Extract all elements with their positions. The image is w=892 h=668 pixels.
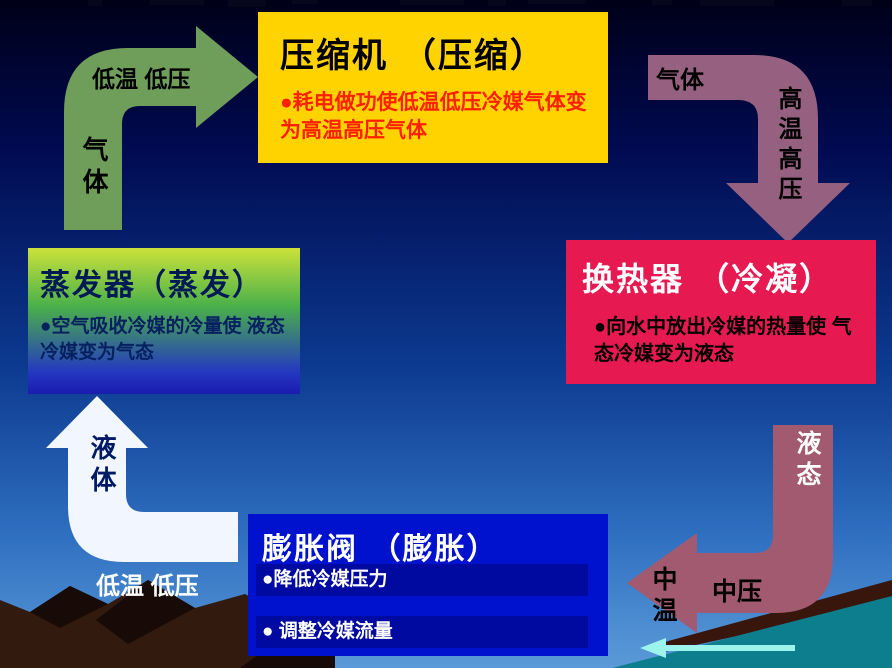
label-mid-pressure: 中压 [712,578,763,606]
expansion-valve-bullet-1: ●降低冷媒压力 [256,564,588,596]
label-mid-temp: 中温 [649,566,677,628]
water-arrow-icon [640,638,795,658]
condenser-title: 换热器 （冷凝） [582,260,834,298]
compressor-title: 压缩机 （压缩） [280,36,546,76]
evaporator-title: 蒸发器（蒸发） [40,268,264,303]
label-low-temp-low-pressure-bottom: 低温 低压 [96,573,199,600]
cropped-title-fragments [88,0,872,7]
label-high-temp-high-pressure: 高温高压 [774,86,801,206]
evaporator-box: 蒸发器（蒸发） ●空气吸收冷媒的冷量使 液态冷媒变为气态 [28,248,300,394]
compressor-bullet: ●耗电做功使低温低压冷媒气体变为高温高压气体 [280,91,587,143]
expansion-valve-box: 膨胀阀 （膨胀） ●降低冷媒压力 ● 调整冷媒流量 [248,514,608,656]
condenser-bullet: ●向水中放出冷媒的热量使 气态冷媒变为液态 [594,316,852,365]
label-liquid-state: 液态 [793,430,821,492]
compressor-box: 压缩机 （压缩） ●耗电做功使低温低压冷媒气体变为高温高压气体 [258,12,608,163]
condenser-box: 换热器 （冷凝） ●向水中放出冷媒的热量使 气态冷媒变为液态 [566,240,876,384]
expansion-valve-bullet-2: ● 调整冷媒流量 [256,616,588,648]
label-low-temp-low-pressure-top: 低温 低压 [92,66,191,92]
label-liquid: 液体 [87,434,117,498]
expansion-valve-title: 膨胀阀 （膨胀） [262,532,499,567]
label-gas-left: 气体 [79,136,109,200]
right-ridge [650,580,892,652]
label-gas-right: 气体 [656,67,704,94]
evaporator-bullet: ●空气吸收冷媒的冷量使 液态冷媒变为气态 [40,316,285,363]
arrow-expansion-to-evaporator-icon [46,396,238,562]
